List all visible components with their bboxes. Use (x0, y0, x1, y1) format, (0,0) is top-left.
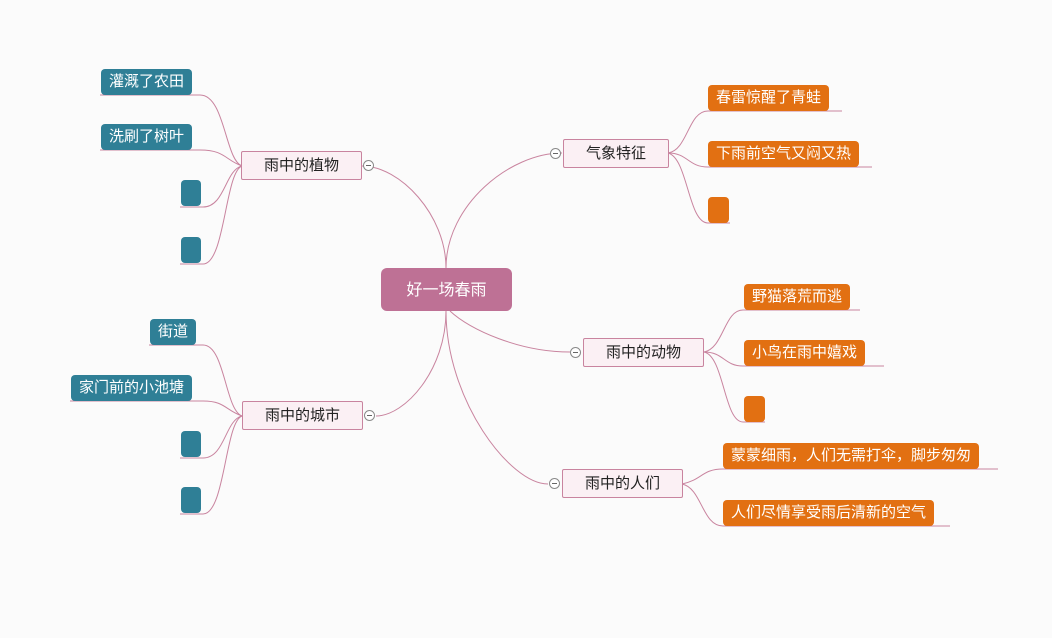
branch-plants[interactable]: 雨中的植物 (241, 151, 362, 180)
leaf-plants-4[interactable] (181, 237, 201, 263)
leaf-plants-3[interactable] (181, 180, 201, 206)
collapse-weather-icon[interactable] (550, 148, 561, 159)
leaf-animals-3[interactable] (744, 396, 765, 422)
link-animals-2 (703, 351, 744, 367)
link-city-1 (202, 344, 243, 417)
link-animals-1 (703, 309, 744, 353)
link-plants-2 (199, 149, 243, 167)
leaf-weather-2[interactable]: 下雨前空气又闷又热 (708, 141, 860, 167)
leaf-plants-1[interactable]: 灌溉了农田 (101, 69, 193, 95)
link-plants-1 (199, 94, 243, 167)
branch-people[interactable]: 雨中的人们 (562, 469, 683, 498)
leaf-city-1[interactable]: 街道 (150, 319, 197, 345)
leaf-city-4[interactable] (181, 487, 201, 513)
link-root-people (445, 310, 549, 485)
branch-animals[interactable]: 雨中的动物 (583, 338, 704, 367)
link-root-weather (445, 152, 563, 269)
leaf-animals-1[interactable]: 野猫落荒而逃 (744, 284, 851, 310)
leaf-city-2[interactable]: 家门前的小池塘 (71, 375, 193, 401)
link-plants-3 (202, 165, 243, 208)
leaf-weather-3[interactable] (708, 197, 729, 223)
link-root-city (375, 310, 447, 417)
link-city-2 (202, 400, 243, 417)
collapse-animals-icon[interactable] (570, 347, 581, 358)
leaf-plants-2[interactable]: 洗刷了树叶 (101, 124, 193, 150)
branch-weather[interactable]: 气象特征 (563, 139, 669, 168)
leaf-city-3[interactable] (181, 431, 201, 457)
link-root-animals (449, 310, 571, 353)
link-city-4 (202, 415, 243, 515)
leaf-people-2[interactable]: 人们尽情享受雨后清新的空气 (723, 500, 935, 526)
branch-city[interactable]: 雨中的城市 (242, 401, 363, 430)
link-city-3 (202, 415, 243, 459)
link-weather-2 (667, 152, 709, 168)
leaf-weather-1[interactable]: 春雷惊醒了青蛙 (708, 85, 830, 111)
link-people-2 (681, 483, 724, 527)
root-topic[interactable]: 好一场春雨 (381, 268, 512, 311)
link-plants-4 (202, 165, 243, 265)
collapse-city-icon[interactable] (364, 410, 375, 421)
leaf-people-1[interactable]: 蒙蒙细雨，人们无需打伞，脚步匆匆 (723, 443, 980, 469)
link-people-1 (681, 468, 724, 485)
collapse-people-icon[interactable] (549, 478, 560, 489)
link-animals-3 (703, 351, 744, 423)
collapse-plants-icon[interactable] (363, 160, 374, 171)
leaf-animals-2[interactable]: 小鸟在雨中嬉戏 (744, 340, 866, 366)
link-root-plants (361, 165, 447, 269)
link-weather-3 (667, 152, 709, 224)
link-weather-1 (667, 110, 709, 154)
